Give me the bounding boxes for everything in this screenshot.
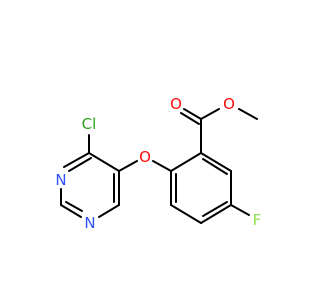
bond bbox=[63, 152, 90, 168]
bond bbox=[88, 152, 120, 172]
bond bbox=[202, 158, 228, 175]
atom-label-o-carbonyl: O bbox=[170, 95, 182, 113]
atom-label-o-ether: O bbox=[139, 148, 151, 166]
bond bbox=[238, 108, 258, 120]
atom-label-f: F bbox=[253, 211, 262, 229]
bond bbox=[152, 160, 172, 172]
bond bbox=[200, 204, 232, 224]
bond bbox=[230, 204, 250, 216]
atom-label-n-top: N bbox=[55, 171, 66, 189]
bond bbox=[202, 201, 228, 217]
bond bbox=[200, 108, 220, 120]
bond bbox=[170, 152, 202, 172]
bond bbox=[183, 108, 202, 120]
atom-label-n-bottom: N bbox=[84, 214, 95, 232]
bond bbox=[60, 204, 82, 218]
bond bbox=[200, 152, 232, 172]
structure-diagram: Cl N N O O O F bbox=[55, 95, 262, 232]
bond bbox=[180, 112, 200, 125]
bond bbox=[68, 157, 92, 172]
molecule-drawing: Cl N N O O O F bbox=[55, 95, 262, 232]
bond bbox=[98, 204, 120, 218]
bond bbox=[118, 160, 138, 172]
bond bbox=[65, 201, 83, 212]
atom-label-o-ester: O bbox=[223, 95, 235, 113]
atom-label-cl: Cl bbox=[82, 115, 97, 133]
bond bbox=[170, 204, 202, 224]
